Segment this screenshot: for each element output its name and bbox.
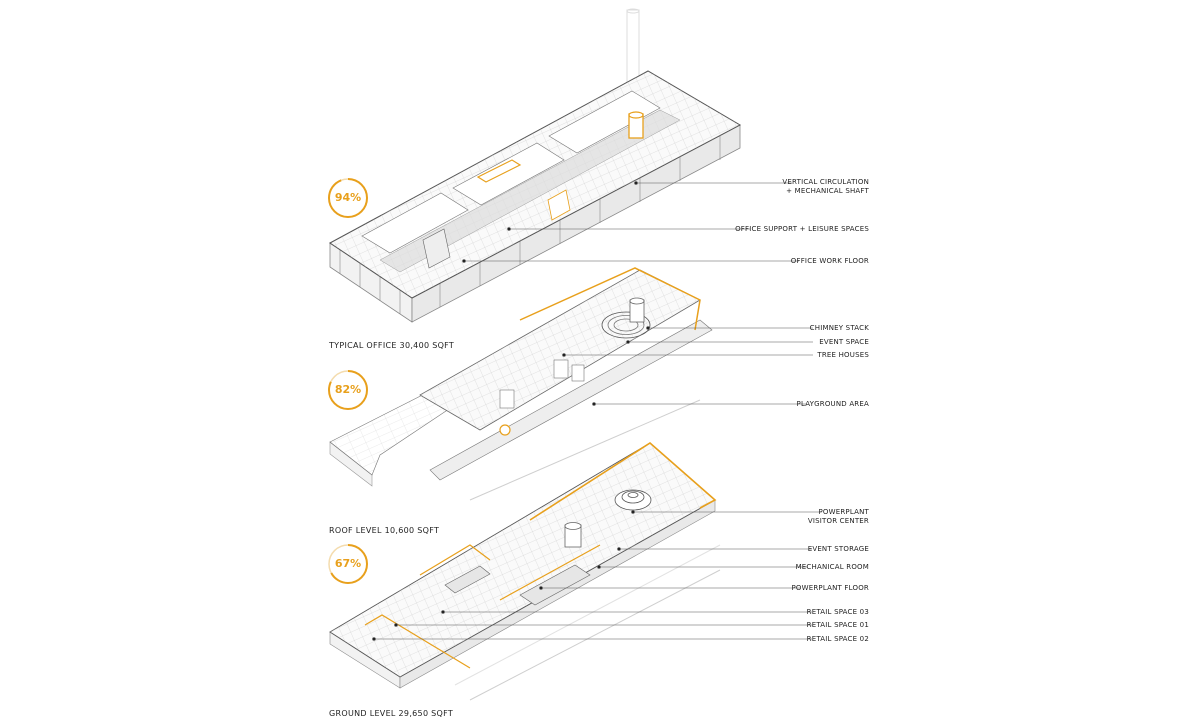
- typical-office-level-drawing: [329, 70, 742, 323]
- level-title-roof: ROOF LEVEL 10,600 SQFT: [329, 526, 440, 535]
- percent-ring-ground: [328, 544, 368, 584]
- percent-roof: 82%: [334, 383, 362, 396]
- callout-label: POWERPLANT FLOOR: [791, 584, 869, 592]
- callout-label: TREE HOUSES: [817, 351, 869, 359]
- callout-label: EVENT SPACE: [819, 338, 869, 346]
- callout-label: CHIMNEY STACK: [809, 324, 869, 332]
- percent-ring-roof: [328, 370, 368, 410]
- ground-level-drawing: [329, 442, 721, 701]
- callout-label: OFFICE SUPPORT + LEISURE SPACES: [735, 225, 869, 233]
- callout-label: POWERPLANT VISITOR CENTER: [807, 508, 869, 525]
- percent-ring-office: [328, 178, 368, 218]
- leader-lines: [372, 181, 822, 641]
- callout-label: OFFICE WORK FLOOR: [790, 257, 869, 265]
- callout-label: PLAYGROUND AREA: [796, 400, 869, 408]
- level-title-office: TYPICAL OFFICE 30,400 SQFT: [329, 341, 455, 350]
- callout-label: RETAIL SPACE 02: [806, 635, 869, 643]
- roof-level-drawing: [329, 267, 713, 501]
- percent-office: 94%: [334, 191, 362, 204]
- percent-ground: 67%: [334, 557, 362, 570]
- callout-label: RETAIL SPACE 01: [806, 621, 869, 629]
- callout-label: RETAIL SPACE 03: [806, 608, 869, 616]
- callout-label: MECHANICAL ROOM: [795, 563, 869, 571]
- level-title-ground: GROUND LEVEL 29,650 SQFT: [329, 709, 454, 718]
- callout-label: EVENT STORAGE: [807, 545, 869, 553]
- callout-label: VERTICAL CIRCULATION + MECHANICAL SHAFT: [782, 178, 869, 195]
